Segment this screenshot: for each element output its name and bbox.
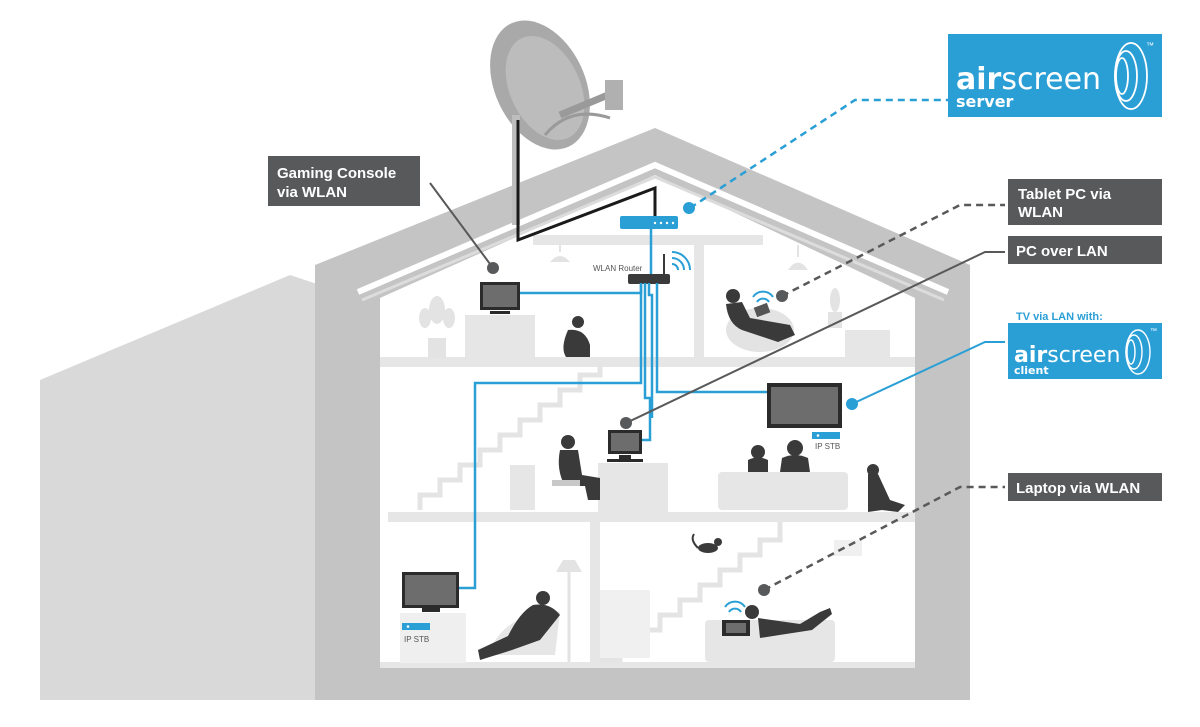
plant xyxy=(419,296,455,358)
floor-attic xyxy=(380,357,915,367)
server-brand-tm: ™ xyxy=(1146,41,1154,50)
tablet-callout-line xyxy=(781,203,1005,298)
laptop-callout-dot xyxy=(758,584,770,596)
staircase-upper xyxy=(417,362,603,510)
dog xyxy=(867,464,905,512)
basement-wall xyxy=(590,520,600,665)
couple-on-sofa xyxy=(748,440,810,472)
server-device xyxy=(620,216,678,229)
floor-ground xyxy=(388,512,915,522)
label-gaming-line2: via WLAN xyxy=(277,184,347,201)
pc-callout-dot xyxy=(620,417,632,429)
ceiling-lamp-attic-right xyxy=(788,262,808,270)
stb-basement-led xyxy=(406,625,410,628)
tv-callout-line xyxy=(851,341,1005,405)
lan-cables xyxy=(458,229,770,590)
sofa-living xyxy=(718,472,848,510)
tv-callout-dot xyxy=(846,398,858,410)
drawer-cabinet xyxy=(510,465,535,510)
stb-living-label: IP STB xyxy=(815,442,840,451)
pc-callout-line xyxy=(625,251,1005,424)
server-callout-dot xyxy=(683,202,695,214)
server-brand-rings-icon xyxy=(1114,42,1148,110)
neighbor-house xyxy=(40,275,320,700)
ceiling-lamp-attic xyxy=(550,256,570,262)
gaming-tv-stand xyxy=(490,311,510,314)
tv-cabinet-attic xyxy=(465,315,535,357)
label-laptop: Laptop via WLAN xyxy=(1008,473,1162,501)
living-tv xyxy=(767,383,842,428)
server-device-leds xyxy=(653,221,675,225)
stair-rail-box xyxy=(600,590,650,658)
client-brand-air: air xyxy=(1014,343,1047,368)
client-brand-sub: client xyxy=(1014,364,1049,377)
person-sitting-attic xyxy=(563,316,590,357)
satellite-cable xyxy=(516,120,657,243)
label-tablet: Tablet PC via WLAN xyxy=(1008,179,1162,225)
client-brand-tm: ™ xyxy=(1150,328,1157,335)
client-brand-rings-icon xyxy=(1125,329,1151,375)
client-brand-wordmark: airscreen xyxy=(1014,343,1120,368)
label-tablet-line1: Tablet PC via xyxy=(1018,186,1112,203)
airscreen-client-logo: airscreen client ™ xyxy=(1008,323,1162,379)
server-brand-screen: screen xyxy=(1001,62,1101,97)
attic-beam xyxy=(533,235,763,245)
client-brand-screen: screen xyxy=(1047,343,1120,368)
tv-cabinet-basement xyxy=(400,613,466,663)
floor-lamp-shade xyxy=(556,560,582,572)
gaming-callout-dot xyxy=(487,262,499,274)
stb-basement-label: IP STB xyxy=(404,635,429,644)
wall-frame xyxy=(834,540,862,556)
router-wifi-icon xyxy=(671,251,691,271)
stb-living xyxy=(812,432,840,439)
airscreen-server-logo: airscreen server ™ xyxy=(948,34,1162,117)
laptop-wifi-icon xyxy=(724,600,746,613)
cat xyxy=(691,533,722,553)
label-laptop-text: Laptop via WLAN xyxy=(1016,480,1140,497)
desk-chair xyxy=(552,480,580,486)
vase-plant xyxy=(828,288,842,328)
satellite-dish xyxy=(490,20,623,225)
tablet-wifi-icon xyxy=(752,290,774,303)
tablet-callout-dot xyxy=(776,290,788,302)
label-tablet-line2: WLAN xyxy=(1018,204,1063,221)
person-with-tablet xyxy=(726,289,795,352)
roof-trim-inner xyxy=(361,175,945,302)
stb-living-led xyxy=(816,434,820,437)
label-gaming-line1: Gaming Console xyxy=(277,165,396,182)
wlan-router xyxy=(628,274,670,284)
server-brand-air: air xyxy=(956,62,1002,97)
basement-tv xyxy=(402,572,459,612)
server-brand-wordmark: airscreen xyxy=(956,62,1101,97)
router-label: WLAN Router xyxy=(593,264,643,273)
stb-basement xyxy=(402,623,430,630)
roof-trim xyxy=(356,161,950,295)
desk xyxy=(598,463,668,513)
floor-basement xyxy=(380,662,915,668)
attic-post xyxy=(694,243,704,358)
pc-monitor xyxy=(607,430,643,462)
server-callout-line xyxy=(689,98,948,210)
person-lounging xyxy=(478,591,560,660)
label-tv-caption: TV via LAN with: xyxy=(1016,311,1103,323)
server-brand-sub: server xyxy=(956,92,1014,111)
gaming-tv-screen xyxy=(483,285,517,307)
label-gaming-console: Gaming Console via WLAN xyxy=(268,156,420,206)
person-with-laptop xyxy=(722,605,832,638)
side-table-attic xyxy=(845,330,890,358)
label-pc: PC over LAN xyxy=(1008,236,1162,264)
gaming-callout-line xyxy=(429,182,494,269)
person-at-desk xyxy=(558,435,600,500)
laptop-callout-line xyxy=(763,485,1005,592)
label-pc-text: PC over LAN xyxy=(1016,243,1108,260)
